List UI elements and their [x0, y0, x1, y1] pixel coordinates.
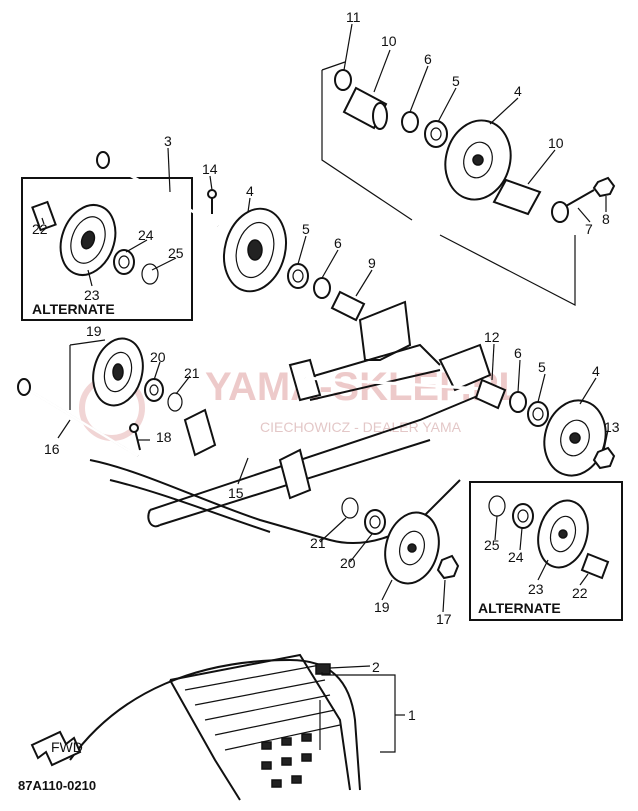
- label-part-24b: 24: [508, 549, 524, 565]
- label-part-11: 11: [346, 9, 361, 25]
- alternate-label-right: ALTERNATE: [478, 600, 561, 616]
- label-part-15: 15: [228, 485, 244, 501]
- shaft-16: [17, 378, 141, 458]
- label-part-10b: 10: [548, 135, 564, 151]
- label-part-2: 2: [372, 659, 380, 675]
- label-part-23b: 23: [528, 581, 544, 597]
- part-number-labels: 11 10 6 5 4 10 7 8 3 14 4 5 6 9 22 23 24…: [32, 9, 620, 723]
- label-part-6c: 6: [514, 345, 522, 361]
- label-part-22a: 22: [32, 221, 48, 237]
- top-right-parts: [334, 69, 616, 223]
- alternate-box-right: ALTERNATE: [469, 481, 623, 621]
- label-part-21b: 21: [310, 535, 326, 551]
- label-part-4c: 4: [592, 363, 600, 379]
- label-part-13: 13: [604, 419, 620, 435]
- label-part-25b: 25: [484, 537, 500, 553]
- label-part-6b: 6: [334, 235, 342, 251]
- label-part-4b: 4: [246, 183, 254, 199]
- watermark-sub: CIECHOWICZ - DEALER YAMA: [260, 419, 462, 435]
- label-part-17: 17: [436, 611, 452, 627]
- right-wheel-group: [474, 378, 616, 477]
- label-part-25a: 25: [168, 245, 184, 261]
- slide-rail-frame: [89, 300, 492, 544]
- leader-lines: [41, 23, 609, 716]
- label-part-20a: 20: [150, 349, 166, 365]
- label-part-5c: 5: [538, 359, 546, 375]
- label-part-16: 16: [44, 441, 60, 457]
- label-part-14: 14: [202, 161, 218, 177]
- shaft-15: [183, 358, 501, 500]
- label-part-21a: 21: [184, 365, 200, 381]
- label-part-5b: 5: [302, 221, 310, 237]
- label-part-1: 1: [408, 707, 416, 723]
- alternate-box-left: ALTERNATE: [21, 177, 193, 321]
- top-right-guide-lines: [321, 61, 576, 306]
- label-part-7: 7: [585, 221, 593, 237]
- shaft-3: [96, 151, 219, 228]
- middle-wheel-group: [223, 207, 366, 322]
- label-part-5a: 5: [452, 73, 460, 89]
- label-part-6a: 6: [424, 51, 432, 67]
- label-part-22b: 22: [572, 585, 588, 601]
- label-part-3: 3: [164, 133, 172, 149]
- left-wheel-group: [69, 337, 183, 412]
- label-part-4a: 4: [514, 83, 522, 99]
- label-part-24a: 24: [138, 227, 154, 243]
- alternate-label-left: ALTERNATE: [32, 301, 115, 317]
- label-part-18: 18: [156, 429, 172, 445]
- label-part-8: 8: [602, 211, 610, 227]
- fwd-label: FWD: [51, 739, 83, 755]
- diagram-code: 87A110-0210: [18, 778, 96, 793]
- label-part-12: 12: [484, 329, 500, 345]
- label-part-19b: 19: [374, 599, 390, 615]
- label-part-20b: 20: [340, 555, 356, 571]
- label-part-10a: 10: [381, 33, 397, 49]
- label-part-19a: 19: [86, 323, 102, 339]
- label-part-23a: 23: [84, 287, 100, 303]
- bottom-wheel-group: [341, 497, 460, 585]
- track-section: FWD: [30, 653, 396, 801]
- label-part-9: 9: [368, 255, 376, 271]
